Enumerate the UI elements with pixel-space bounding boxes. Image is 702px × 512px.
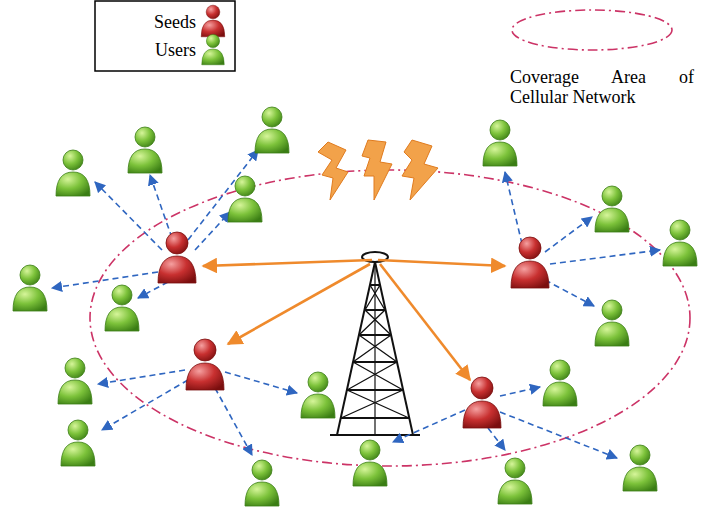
user-legend-icon xyxy=(202,34,224,64)
user-icon xyxy=(105,285,139,331)
legend-label: Users xyxy=(100,40,196,60)
seed-icons xyxy=(158,232,549,428)
user-icon xyxy=(13,265,47,311)
user-icon xyxy=(663,220,697,266)
seed-icon xyxy=(511,237,549,288)
user-icon xyxy=(623,445,657,491)
seed-icon xyxy=(186,339,224,390)
seed-icon xyxy=(463,377,501,428)
user-icon xyxy=(595,186,629,232)
user-icon xyxy=(56,150,90,196)
seed-legend-icon xyxy=(201,5,225,37)
user-icon xyxy=(228,176,262,222)
legend-label: Seeds xyxy=(100,12,196,32)
user-icon xyxy=(128,127,162,173)
user-icon xyxy=(255,107,289,153)
coverage-sample xyxy=(512,10,672,50)
user-icon xyxy=(498,458,532,504)
d2d-link xyxy=(52,150,660,458)
user-icon xyxy=(483,120,517,166)
user-icon xyxy=(543,360,577,406)
user-icon xyxy=(595,300,629,346)
cellular-link xyxy=(203,260,505,380)
user-icon xyxy=(301,372,335,418)
user-icon xyxy=(58,358,92,404)
legend-box xyxy=(95,1,235,71)
radio-signal xyxy=(318,140,438,200)
user-icons xyxy=(13,107,697,506)
seed-icon xyxy=(158,232,196,283)
legend-label: Coverage Area of Cellular Network xyxy=(510,67,694,107)
coverage-area xyxy=(90,170,690,466)
user-icon xyxy=(245,460,279,506)
user-icon xyxy=(61,420,95,466)
user-icon xyxy=(353,440,387,486)
